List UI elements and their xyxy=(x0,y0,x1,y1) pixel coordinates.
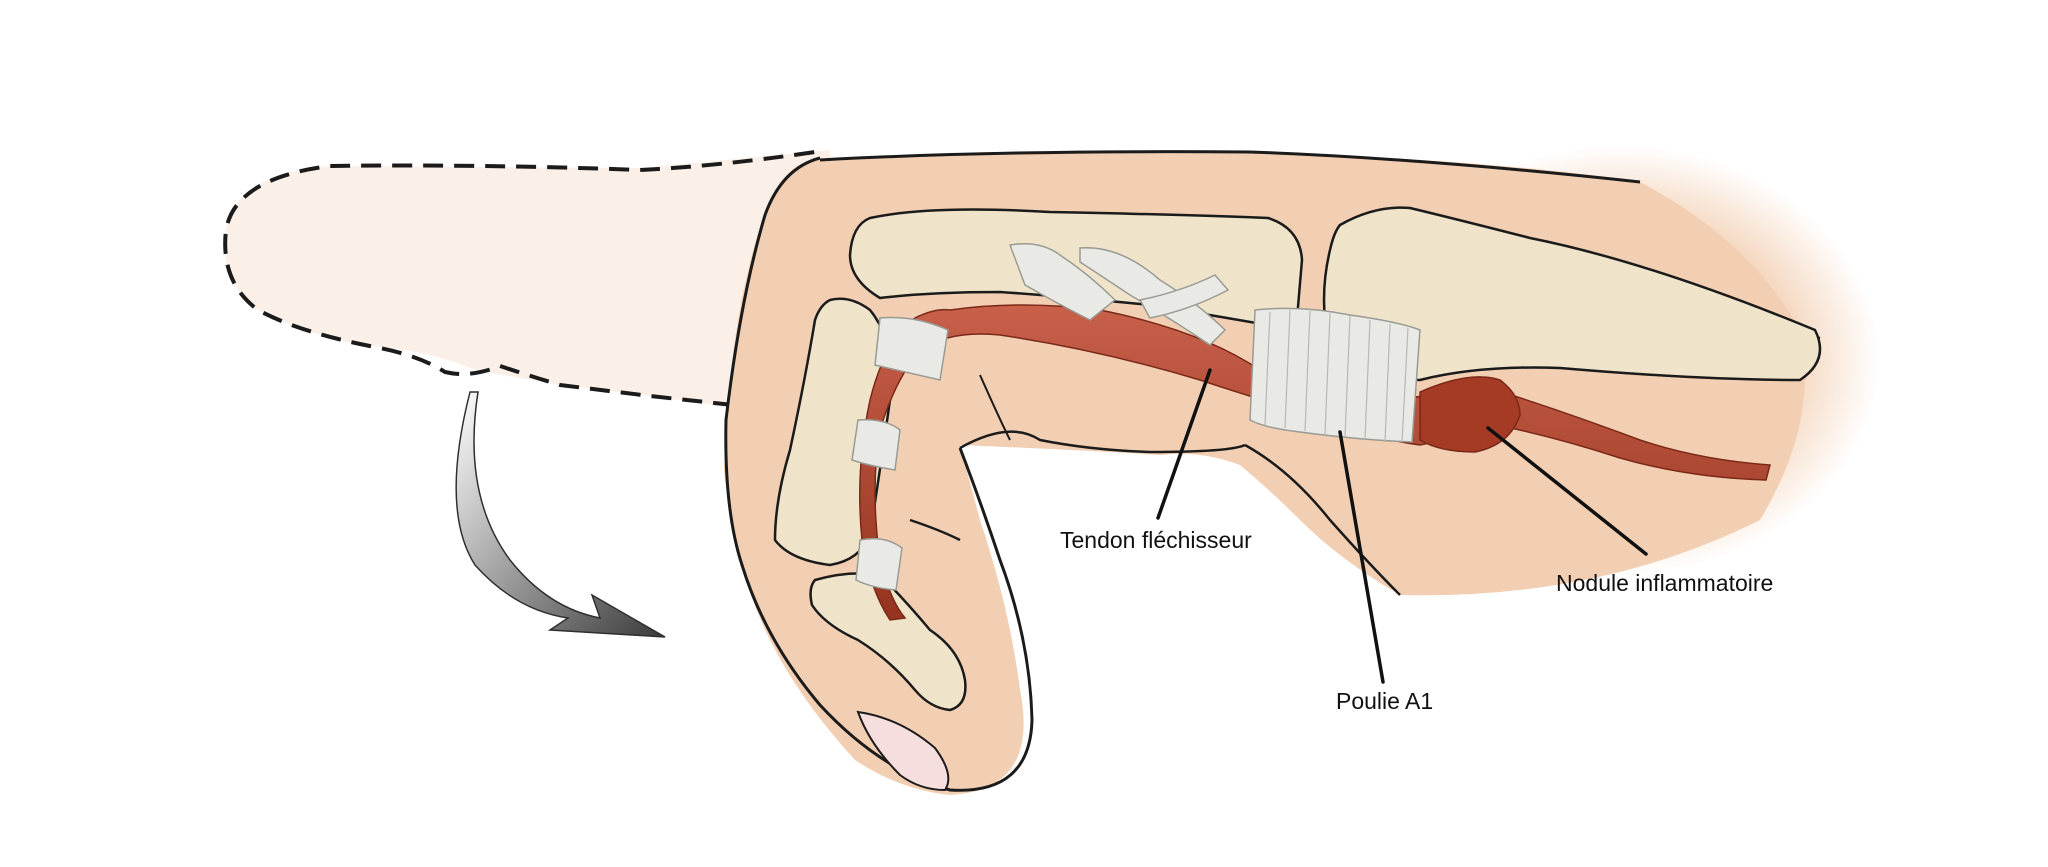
a2-pulley xyxy=(1008,243,1117,321)
a3-pulley xyxy=(874,316,949,381)
flexion-arrow xyxy=(455,391,666,638)
cruciate-band-2 xyxy=(1138,274,1230,319)
callout-line-nodule xyxy=(1486,426,1648,556)
a5-pulley xyxy=(855,537,903,591)
pulley-fibers xyxy=(1264,309,1409,443)
callout-lines xyxy=(1156,368,1648,684)
callout-line-pulley xyxy=(1338,430,1385,684)
a4-pulley xyxy=(851,418,901,471)
bones xyxy=(773,206,1822,712)
pulleys xyxy=(851,243,1421,591)
extended-finger-ghost xyxy=(223,150,830,408)
label-flexor-tendon: Tendon fléchisseur xyxy=(1060,527,1252,553)
label-inflammatory-nodule: Nodule inflammatoire xyxy=(1556,570,1774,596)
label-a1-pulley: Poulie A1 xyxy=(1336,688,1434,714)
a1-pulley xyxy=(1249,307,1421,443)
cruciate-band-1 xyxy=(1079,247,1227,346)
callout-line-tendon xyxy=(1156,368,1212,520)
